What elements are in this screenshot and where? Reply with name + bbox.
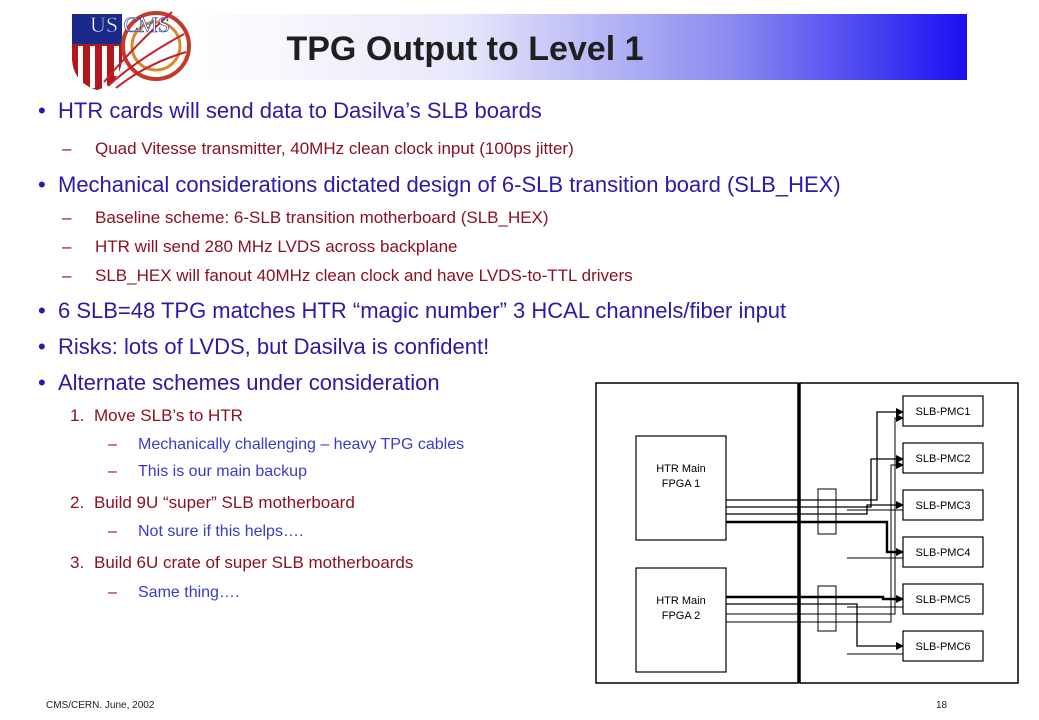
item-text: Build 6U crate of super SLB motherboards [94,553,414,572]
bullet-marker: • [38,334,46,359]
bullet-text: Risks: lots of LVDS, but Dasilva is conf… [58,334,490,359]
slb-box [902,583,984,615]
slb-label: SLB-PMC3 [915,500,970,512]
bullet-marker: • [38,370,46,395]
slb-box [902,442,984,474]
slb-label: SLB-PMC5 [915,594,970,606]
dash-marker: – [62,266,72,285]
footer-left: CMS/CERN. June, 2002 [46,700,155,711]
slb-block-diagram: HTR Main FPGA 1 HTR Main FPGA 2 SLB-PMC1… [595,382,1019,684]
dash-marker: – [62,208,72,227]
sub-bullet-text: HTR will send 280 MHz LVDS across backpl… [95,237,458,256]
item-number: 1. [70,406,85,425]
slb-label: SLB-PMC6 [915,641,970,653]
connector-2 [817,585,837,632]
slb-label: SLB-PMC4 [915,547,970,559]
bullet-marker: • [38,98,46,123]
fpga-2-label-1: HTR Main [656,595,706,607]
bullet-marker: • [38,172,46,197]
bullet-text: Alternate schemes under consideration [58,370,440,395]
fpga-2-label-2: FPGA 2 [662,610,701,622]
dash-marker: – [108,584,117,601]
dash-marker: – [108,463,117,480]
signal-arrow [726,455,904,508]
signal-arrow [726,414,904,615]
signal-arrow [726,603,904,650]
slb-label: SLB-PMC2 [915,453,970,465]
item-text: Move SLB’s to HTR [94,406,243,425]
sub-bullet-text: SLB_HEX will fanout 40MHz clean clock an… [95,266,633,285]
fpga-1-box [635,435,727,541]
sub-bullet-text: Same thing…. [138,584,240,601]
sub-bullet-text: Not sure if this helps…. [138,523,304,540]
dash-marker: – [108,523,117,540]
slb-box [902,536,984,568]
signal-arrow [726,595,904,603]
bullet-text: 6 SLB=48 TPG matches HTR “magic number” … [58,298,787,323]
slb-box [902,489,984,521]
slb-label: SLB-PMC1 [915,406,970,418]
fanout-lines [847,509,903,655]
sub-bullet-text: Baseline scheme: 6-SLB transition mother… [95,208,549,227]
signal-arrow [726,408,904,501]
item-number: 2. [70,493,85,512]
logo-text: US CMS [90,12,170,37]
bullet-text: Mechanical considerations dictated desig… [58,172,841,197]
fpga-1-label-2: FPGA 1 [662,478,701,490]
fpga-2-box [635,567,727,673]
bullet-text: HTR cards will send data to Dasilva’s SL… [58,98,542,123]
signal-arrow [726,461,904,623]
sub-bullet-text: Mechanically challenging – heavy TPG cab… [138,436,465,453]
connector-1 [817,488,837,535]
dash-marker: – [62,139,72,158]
item-number: 3. [70,553,85,572]
uscms-logo: US CMS [68,4,192,94]
page-title: TPG Output to Level 1 [286,30,644,68]
page-number: 18 [936,700,948,711]
title-bar [185,14,967,80]
dash-marker: – [108,436,117,453]
bullet-marker: • [38,298,46,323]
sub-bullet-text: This is our main backup [138,463,307,480]
item-text: Build 9U “super” SLB motherboard [94,493,355,512]
dash-marker: – [62,237,72,256]
fpga-1-label-1: HTR Main [656,463,706,475]
slb-box [902,395,984,427]
sub-bullet-text: Quad Vitesse transmitter, 40MHz clean cl… [95,139,574,158]
